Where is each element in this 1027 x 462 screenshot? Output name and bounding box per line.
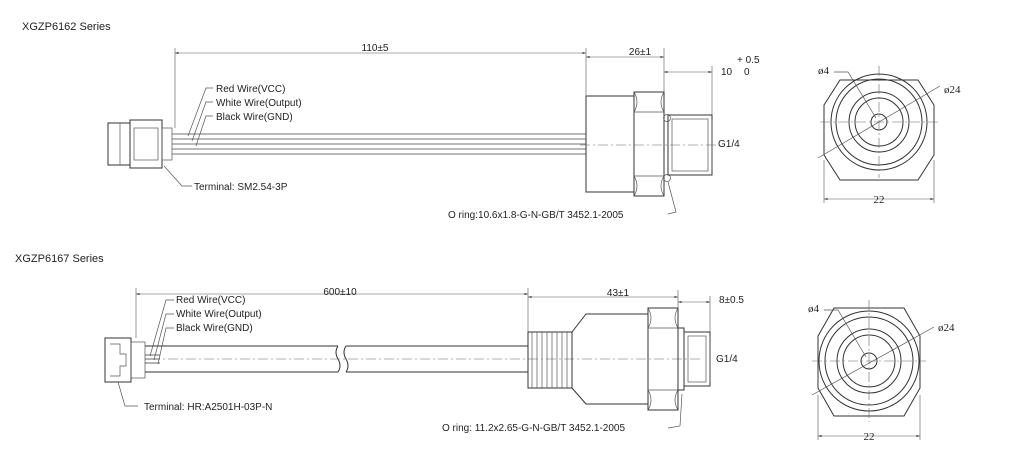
cable-1 <box>172 133 586 155</box>
oring-label-1: O ring:10.6x1.8-G-N-GB/T 3452.1-2005 <box>448 210 624 221</box>
sensor-body-1 <box>580 91 720 197</box>
dim-body-1: 26±1 <box>629 47 652 58</box>
wire-label-black-1: Black Wire(GND) <box>216 112 293 123</box>
dim-cable-1: 110±5 <box>362 43 389 54</box>
terminal-label-2: Terminal: HR:A2501H-03P-N <box>144 402 272 413</box>
end-view-1: ø4 ø24 22 <box>817 65 961 206</box>
diagram-xgzp6167: XGZP6167 Series <box>15 253 955 443</box>
wire-label-black-2: Black Wire(GND) <box>176 323 253 334</box>
series-title-1: XGZP6162 Series <box>22 21 111 33</box>
diagram-xgzp6162: XGZP6162 Series <box>22 21 961 221</box>
thread-label-2: G1/4 <box>716 354 738 365</box>
end-hole-dim-1: ø4 <box>818 65 830 77</box>
tol-upper-1: + 0.5 <box>737 55 760 66</box>
terminal-connector-1 <box>107 119 173 169</box>
end-outer-dim-2: ø24 <box>938 322 955 334</box>
terminal-label-1: Terminal: SM2.54-3P <box>194 182 288 193</box>
thread-label-1: G1/4 <box>718 139 740 150</box>
dim-thread-len-2: 8±0.5 <box>719 295 744 306</box>
wire-label-white-1: White Wire(Output) <box>216 98 302 109</box>
end-view-2: ø4 ø24 22 <box>808 300 955 443</box>
wire-label-red-1: Red Wire(VCC) <box>216 84 285 95</box>
series-title-2: XGZP6167 Series <box>15 253 104 265</box>
dim-cable-2: 600±10 <box>323 287 357 298</box>
end-outer-dim-1: ø24 <box>944 84 961 96</box>
terminal-connector-2 <box>104 337 146 383</box>
end-flats-dim-1: 22 <box>874 194 885 206</box>
dim-body-2: 43±1 <box>607 288 630 299</box>
tol-lower-1: 0 <box>744 67 750 78</box>
dim-thread-len-1: 10 <box>721 67 733 78</box>
end-hole-dim-2: ø4 <box>808 303 820 315</box>
strain-relief-2 <box>527 331 573 389</box>
wire-label-red-2: Red Wire(VCC) <box>176 295 245 306</box>
oring-label-2: O ring: 11.2x2.65-G-N-GB/T 3452.1-2005 <box>442 423 625 434</box>
wire-label-white-2: White Wire(Output) <box>176 309 262 320</box>
cable-2 <box>145 345 700 373</box>
end-flats-dim-2: 22 <box>864 431 875 443</box>
